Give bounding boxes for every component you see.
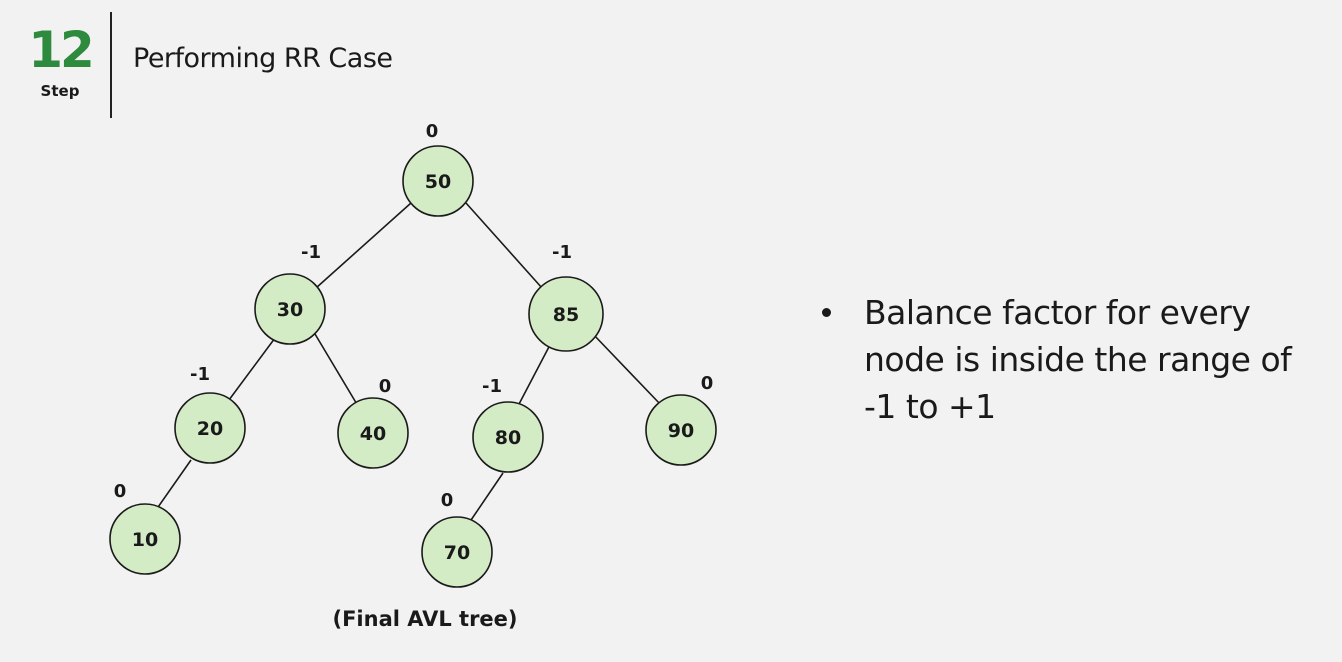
balance-factor-label: -1: [482, 376, 502, 397]
balance-factor-label: -1: [552, 242, 572, 263]
tree-node: 80 -1: [472, 376, 544, 473]
diagram-caption: (Final AVL tree): [332, 607, 518, 631]
page-title: Performing RR Case: [133, 43, 393, 74]
tree-node: 10 0: [109, 481, 181, 575]
node-value: 50: [425, 171, 451, 193]
tree-node: 70 0: [421, 490, 493, 588]
balance-factor-label: 0: [426, 121, 439, 142]
tree-node: 30 -1: [254, 242, 326, 345]
edge-85-90: [591, 332, 662, 406]
edge-85-80: [517, 342, 552, 407]
tree-edges: [155, 202, 662, 524]
balance-factor-label: 0: [701, 373, 714, 394]
node-value: 85: [553, 304, 579, 326]
balance-factor-label: 0: [441, 490, 454, 511]
edge-30-20: [225, 337, 276, 405]
balance-factor-label: 0: [114, 481, 127, 502]
step-label: Step: [40, 82, 80, 100]
edge-20-10: [155, 459, 192, 511]
balance-factor-label: -1: [190, 364, 210, 385]
step-number: 12: [28, 21, 95, 79]
tree-node: 90 0: [645, 373, 717, 466]
node-value: 80: [495, 427, 521, 449]
node-value: 30: [277, 299, 303, 321]
tree-node: 50 0: [402, 121, 474, 217]
explanation-bullet: Balance factor for every node is inside …: [864, 293, 1292, 426]
node-value: 70: [444, 542, 470, 564]
header-divider: [110, 12, 112, 118]
balance-factor-label: 0: [379, 376, 392, 397]
edge-50-85: [465, 202, 543, 289]
tree-node: 85 -1: [528, 242, 604, 352]
node-value: 40: [360, 423, 386, 445]
edge-30-40: [314, 333, 359, 407]
balance-factor-label: -1: [301, 242, 321, 263]
bullet-dot-icon: [822, 308, 831, 317]
tree-node: 20 -1: [174, 364, 246, 464]
node-value: 10: [132, 529, 158, 551]
node-value: 90: [668, 420, 694, 442]
tree-node: 40 0: [337, 376, 409, 469]
edge-50-30: [315, 202, 412, 289]
edge-80-70: [468, 472, 504, 524]
node-value: 20: [197, 418, 223, 440]
